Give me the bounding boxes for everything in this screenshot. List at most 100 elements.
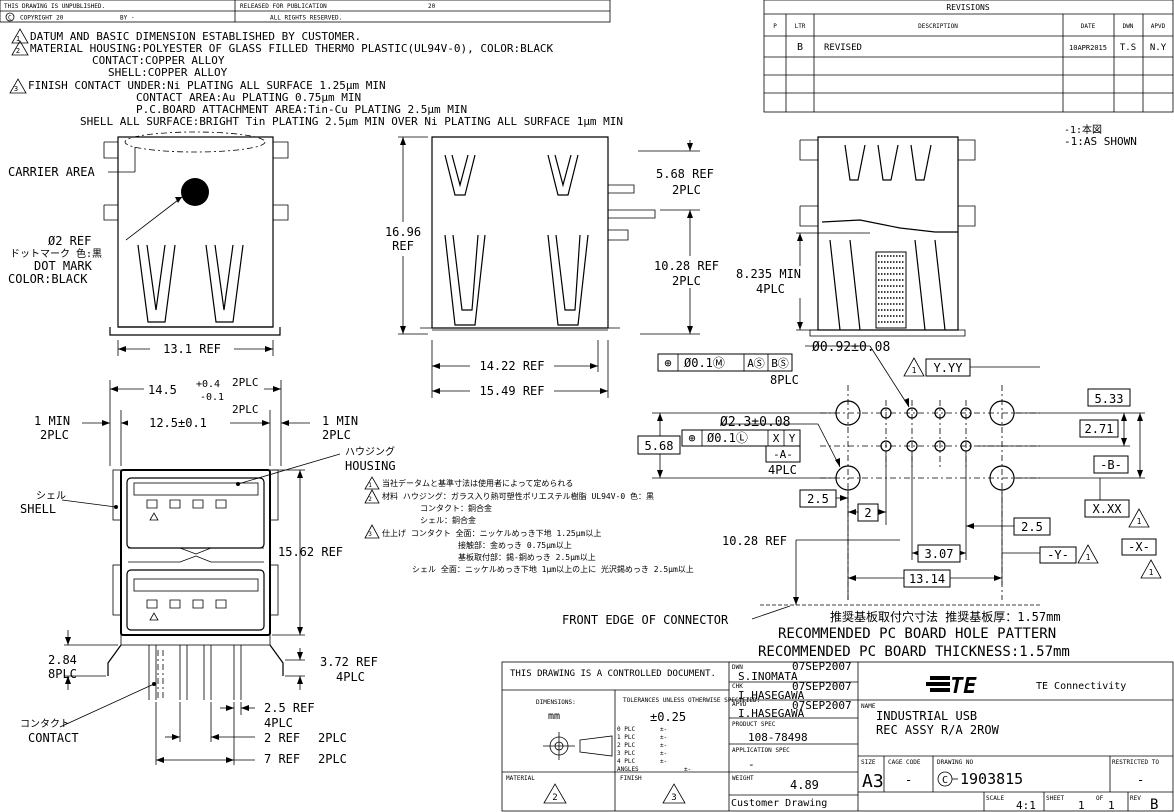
chk-label: CHK <box>732 683 743 690</box>
hole-pattern: Ø0.92±0.08 ⊕ Ø0.1Ⓜ AⓈ BⓈ 8PLC 1 Y.YY Ø2.… <box>562 340 1162 660</box>
name-label: NAME <box>861 703 876 710</box>
pin-hole <box>880 440 892 452</box>
plc0: 0 PLC <box>617 726 635 733</box>
dim-14-5-plc: 2PLC <box>232 376 259 389</box>
angles: ANGLES <box>617 766 639 773</box>
dim-10-28: 10.28 REF <box>654 259 719 273</box>
dim-5-68-plc: 2PLC <box>672 183 701 197</box>
dwn-date: 07SEP2007 <box>792 660 852 673</box>
dim-5-68: 5.68 REF <box>656 167 714 181</box>
note-3d: SHELL ALL SURFACE:BRIGHT Tin PLATING 2.5… <box>80 115 623 128</box>
pin-hole <box>906 407 918 419</box>
note-2b: CONTACT:COPPER ALLOY <box>92 54 225 67</box>
dwn-name: S.INOMATA <box>738 670 798 683</box>
jp-note-3d: シェル 全面：ニッケルめっき下地 1μm以上の上に 光沢錫めっき 2.5μm以上 <box>412 564 694 574</box>
finish-label: FINISH <box>620 775 642 782</box>
product-spec-label: PRODUCT SPEC <box>732 721 776 728</box>
variant-1: -1:本図 <box>1064 123 1102 136</box>
size-label: SIZE <box>861 759 876 766</box>
datum-a: -A- <box>773 448 793 461</box>
dim-7-plc: 2PLC <box>318 752 347 766</box>
pin-hole <box>934 407 946 419</box>
company-name: TE Connectivity <box>1036 681 1126 692</box>
tolerances-label: TOLERANCES UNLESS OTHERWISE SPECIFIED: <box>623 697 760 704</box>
y-yy-box: Y.YY <box>934 361 964 375</box>
dim-2-84-plc: 8PLC <box>48 667 77 681</box>
rec-board-thickness: RECOMMENDED PC BOARD THICKNESS:1.57mm <box>758 644 1070 660</box>
sheet-label: SHEET <box>1046 795 1064 802</box>
dia2-ref-label: Ø2 REF <box>48 234 91 248</box>
fcf-2-plc: 4PLC <box>768 463 797 477</box>
jp-note-3c: 基板取付部：錫-銅めっき 2.5μm以上 <box>458 552 596 562</box>
rev-col-apvd: APVD <box>1151 23 1166 30</box>
datum-b: -B- <box>1100 458 1122 472</box>
rec-jp-label: 推奨基板取付穴寸法 推奨基板厚：1.57mm <box>830 609 1061 624</box>
dim-2-plc: 2PLC <box>318 731 347 745</box>
rev-value: B <box>1150 797 1158 812</box>
copyright-text: COPYRIGHT 20 <box>20 15 64 22</box>
dim-3-72: 3.72 REF <box>320 655 378 669</box>
header-strip: THIS DRAWING IS UNPUBLISHED. RELEASED FO… <box>0 0 611 23</box>
dim-2-5: 2.5 REF <box>264 701 315 715</box>
x-xx-marker: 1 <box>1137 517 1142 526</box>
rev-row-dwn: T.S <box>1120 43 1136 53</box>
one-min-left-plc: 2PLC <box>40 428 69 442</box>
rev-row-date: 10APR2015 <box>1069 44 1107 52</box>
carrier-area-label: CARRIER AREA <box>8 165 95 179</box>
dim-16-96-ref: REF <box>392 239 414 253</box>
rev-row-ltr: B <box>797 42 803 53</box>
fcf-1-plc: 8PLC <box>770 373 799 387</box>
dwn-label: DWN <box>732 664 743 671</box>
dia-0-92: Ø0.92±0.08 <box>812 340 890 355</box>
weight-value: 4.89 <box>790 778 819 792</box>
dim-14-5: 14.5 <box>148 383 177 397</box>
fcf-1 <box>657 353 793 372</box>
fcf-2-symbol: ⊕ <box>688 431 695 445</box>
jp-note-2c: シェル：銅合金 <box>420 515 476 525</box>
note-3b: CONTACT AREA:Au PLATING 0.75μm MIN <box>136 91 361 104</box>
rev-col-ltr: LTR <box>795 23 806 30</box>
datum-y-marker: 1 <box>1086 553 1091 562</box>
dim-d2-5-right: 2.5 <box>1021 520 1043 534</box>
fcf-2 <box>681 429 801 447</box>
dim-d2-5-left: 2.5 <box>807 492 829 506</box>
dim-d5-68: 5.68 <box>645 439 674 453</box>
pm-2: ±- <box>660 742 667 749</box>
restricted-value: - <box>1137 773 1144 787</box>
dimensions-mm: mm <box>548 711 560 722</box>
of-value: 1 <box>1108 799 1115 812</box>
yyy-marker: 1 <box>912 366 917 375</box>
material-label: MATERIAL <box>506 775 535 782</box>
dia-2-3: Ø2.3±0.08 <box>720 415 790 430</box>
rev-row-desc: REVISED <box>824 43 862 53</box>
jp-marker-2: 2 <box>368 496 372 503</box>
scale-label: SCALE <box>986 795 1004 802</box>
dim-3-72-plc: 4PLC <box>336 670 365 684</box>
apvd-date: 07SEP2007 <box>792 699 852 712</box>
housing-jp-label: ハウジング <box>345 445 395 458</box>
apvd-label: APVD <box>732 701 747 708</box>
housing-label: HOUSING <box>345 459 396 473</box>
tolerance-value: ±0.25 <box>650 710 686 724</box>
jp-note-3b: 接触部：金めっき 0.75μm以上 <box>458 540 572 550</box>
dot-mark-label: DOT MARK <box>34 259 93 273</box>
material-marker: 2 <box>552 793 557 803</box>
pm-3: ±- <box>660 750 667 757</box>
application-spec-label: APPLICATION SPEC <box>732 747 790 754</box>
finish-marker: 3 <box>671 793 676 803</box>
fcf-1-symbol: ⊕ <box>664 356 671 370</box>
pm-0: ±- <box>660 726 667 733</box>
dim-14-22: 14.22 REF <box>479 359 544 373</box>
jp-note-3: 仕上げ コンタクト 全面：ニッケルめっき下地 1.25μm以上 <box>382 528 601 538</box>
fcf-2-y: Y <box>789 432 796 445</box>
plc2: 2 PLC <box>617 742 635 749</box>
restricted-label: RESTRICTED TO <box>1112 759 1159 766</box>
rear-view: 8.235 MIN 4PLC <box>734 136 976 337</box>
rev-col-dwn: DWN <box>1123 23 1134 30</box>
pm-1: ±- <box>660 734 667 741</box>
fcf-2-x: X <box>773 432 780 445</box>
dim-13-1: 13.1 REF <box>163 342 221 356</box>
rights-text: ALL RIGHTS RESERVED. <box>270 15 342 22</box>
note-2: MATERIAL HOUSING:POLYESTER OF GLASS FILL… <box>30 42 554 55</box>
